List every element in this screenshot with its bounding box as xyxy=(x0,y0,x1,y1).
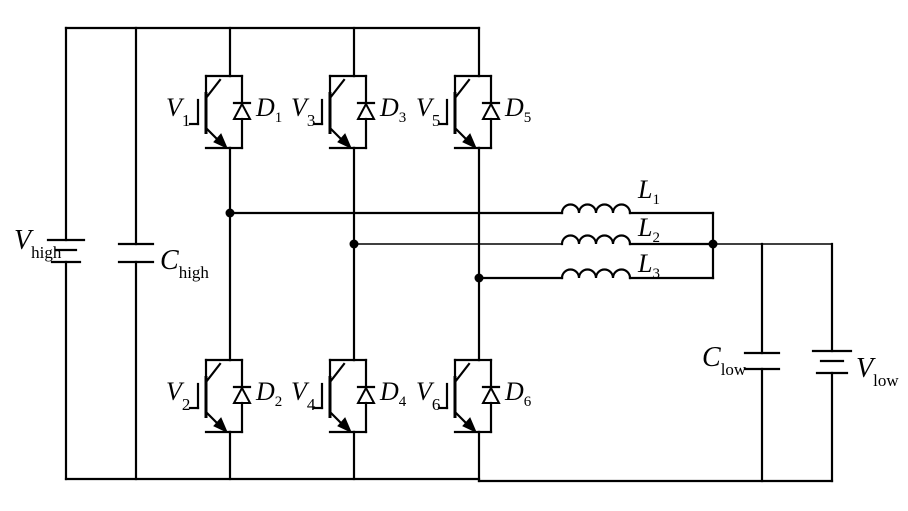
source-v-low xyxy=(811,349,853,375)
capacitor-c-high xyxy=(117,242,155,264)
switch-v2 xyxy=(188,358,252,434)
junction-dots xyxy=(225,208,718,283)
label-v4: V4 xyxy=(291,377,316,414)
label-c-low: Clow xyxy=(702,342,747,379)
switch-v6 xyxy=(437,358,501,434)
label-v6: V6 xyxy=(416,377,440,414)
switch-v3 xyxy=(312,74,376,150)
label-l3: L3 xyxy=(637,249,660,282)
label-d1: D1 xyxy=(255,93,282,126)
switch-v4 xyxy=(312,358,376,434)
label-v3: V3 xyxy=(291,93,315,130)
label-v2: V2 xyxy=(166,377,190,414)
inductor-l3 xyxy=(560,268,632,280)
label-d2: D2 xyxy=(255,377,282,410)
capacitor-c-low xyxy=(743,351,781,371)
switch-v1 xyxy=(188,74,252,150)
inductor-l1 xyxy=(560,203,632,215)
source-v-high xyxy=(46,238,86,264)
label-v5: V5 xyxy=(416,93,440,130)
label-d5: D5 xyxy=(504,93,531,126)
label-v-low: Vlow xyxy=(856,353,899,390)
label-d3: D3 xyxy=(379,93,406,126)
label-v-high: Vhigh xyxy=(14,225,62,262)
label-c-high: Chigh xyxy=(160,245,209,282)
switch-v5 xyxy=(437,74,501,150)
inductor-l2 xyxy=(560,234,632,246)
label-l2: L2 xyxy=(637,213,660,246)
label-d6: D6 xyxy=(504,377,532,410)
label-v1: V1 xyxy=(166,93,190,130)
label-l1: L1 xyxy=(637,175,660,208)
label-d4: D4 xyxy=(379,377,407,410)
wires xyxy=(64,26,834,483)
